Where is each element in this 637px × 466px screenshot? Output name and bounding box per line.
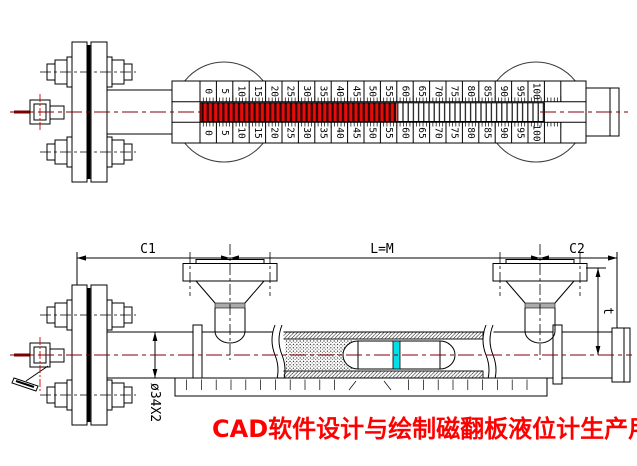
- scale-label: 5: [219, 88, 230, 94]
- scale-label: 30: [301, 86, 312, 98]
- scale-label: 70: [432, 86, 443, 98]
- float-position-mark: [383, 380, 392, 391]
- thickness-dim: t: [586, 267, 615, 355]
- strip-ticks: [186, 379, 528, 390]
- scale-label: 35: [318, 86, 329, 97]
- scale-label: 95: [514, 86, 525, 97]
- scale-label: 5: [219, 130, 230, 136]
- scale-label: 70: [432, 127, 443, 139]
- dim-label-t: t: [600, 307, 615, 315]
- nozzle-left: [182, 244, 278, 360]
- scale-label: 80: [465, 127, 476, 139]
- scale-label: 10: [236, 86, 247, 98]
- pipe-dia-dim: ø34X2: [147, 332, 162, 422]
- front-view: C1 L=M C2: [10, 242, 632, 426]
- scale-label: 95: [514, 127, 525, 138]
- scale-label: 75: [449, 86, 460, 97]
- scale-label: 75: [449, 127, 460, 138]
- scale-label: 0: [203, 88, 214, 94]
- scale-label: 80: [465, 86, 476, 98]
- scale-label: 40: [334, 127, 345, 139]
- scale-label: 25: [285, 127, 296, 138]
- bolt-top: [40, 299, 136, 331]
- scale-label: 65: [416, 127, 427, 138]
- flapper-band-red: [200, 102, 397, 122]
- scale-label: 85: [482, 86, 493, 97]
- bolt-bottom: [40, 379, 136, 411]
- flange-left-top: [40, 41, 136, 183]
- scale-label: 55: [383, 86, 394, 97]
- scale-label: 45: [350, 127, 361, 138]
- float-position-mark: [348, 380, 357, 391]
- nozzle-right: [492, 244, 588, 360]
- scale-label: 45: [350, 86, 361, 97]
- dimension-line: C1 L=M C2: [76, 242, 618, 329]
- scale-label: 30: [301, 127, 312, 139]
- dim-label-length: L=M: [370, 242, 394, 257]
- scale-label: 65: [416, 86, 427, 97]
- scale-label: 50: [367, 127, 378, 139]
- scale-ticks: [199, 95, 562, 129]
- bolt-top: [40, 56, 136, 88]
- scale-label: 15: [252, 127, 263, 138]
- scale-label: 25: [285, 86, 296, 97]
- scale-strip: [174, 377, 548, 397]
- scale-label: 10: [236, 127, 247, 139]
- pipe-wall-hatch-top: [282, 331, 484, 340]
- scale-label: 60: [400, 127, 411, 139]
- scale-label: 60: [400, 86, 411, 98]
- dim-label-c2: C2: [569, 242, 585, 257]
- scale-label: 50: [367, 86, 378, 98]
- scale-label: 15: [252, 86, 263, 97]
- scale-label: 100: [531, 83, 542, 100]
- dim-label-pipe-diameter: ø34X2: [147, 383, 162, 422]
- scale-label: 55: [383, 127, 394, 138]
- scale-label: 90: [498, 86, 509, 98]
- scale-label: 0: [203, 130, 214, 136]
- scale-label: 90: [498, 127, 509, 139]
- scale-label: 20: [268, 127, 279, 139]
- scale-label: 40: [334, 86, 345, 98]
- scale-label: 100: [531, 124, 542, 141]
- pipe-wall-hatch-bottom: [282, 370, 484, 379]
- scale-label: 85: [482, 127, 493, 138]
- chamber-pipe: [107, 89, 172, 135]
- caption: CAD软件设计与绘制磁翻板液位计生产用图: [212, 415, 637, 443]
- flapper-band-white: [396, 102, 545, 122]
- scale-label: 35: [318, 127, 329, 138]
- scale-label: 20: [268, 86, 279, 98]
- dim-label-c1: C1: [140, 242, 156, 257]
- drain-lever: [25, 365, 49, 382]
- bolt-bottom: [40, 136, 136, 168]
